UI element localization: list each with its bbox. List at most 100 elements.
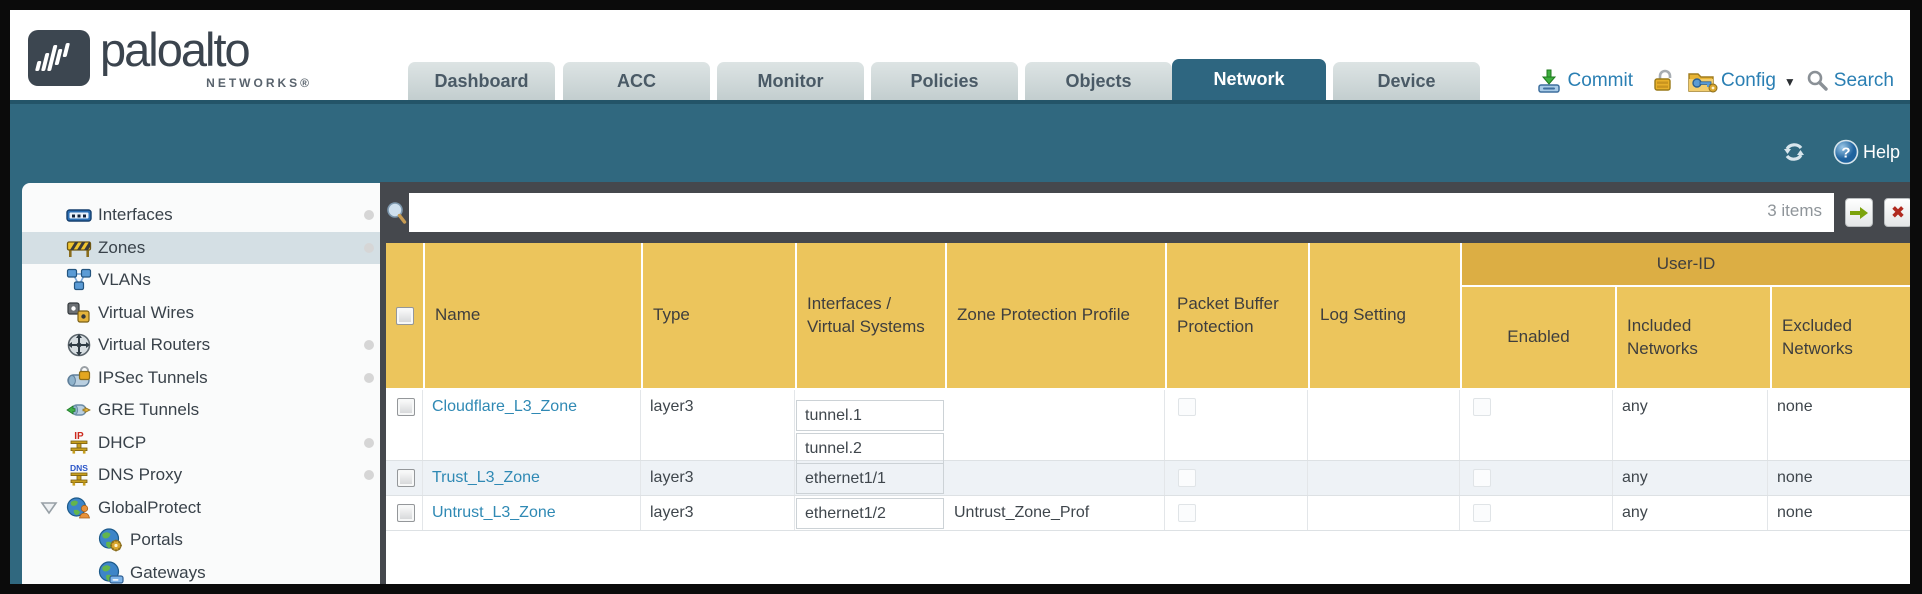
svg-text:IP: IP [74,431,84,442]
sidebar-item-dns-proxy[interactable]: DNS DNS Proxy [22,459,380,491]
tab-objects[interactable]: Objects [1025,62,1172,100]
interface-box: tunnel.2 [796,433,944,464]
sidebar-item-portals[interactable]: Portals [22,524,380,556]
status-dot [364,438,374,448]
tab-device[interactable]: Device [1333,62,1480,100]
filter-search-icon [385,201,407,225]
column-header-included-networks[interactable]: Included Networks [1615,287,1770,388]
sidebar-item-gre-tunnels[interactable]: GRE Tunnels [22,394,380,426]
included-networks-cell: any [1613,496,1768,530]
config-button[interactable]: Config [1720,70,1776,91]
config-icon[interactable] [1687,68,1719,94]
search-icon[interactable] [1806,68,1828,94]
zone-type-cell: layer3 [641,390,795,460]
sidebar-item-ipsec-tunnels[interactable]: IPSec Tunnels [22,362,380,394]
commit-icon[interactable] [1536,68,1562,94]
zone-interfaces-cell: ethernet1/1 [795,461,945,495]
user-id-enabled-cell [1460,461,1613,495]
interface-box: ethernet1/2 [796,498,944,529]
user-id-enabled-cell [1460,390,1613,460]
user-id-enabled-checkbox [1473,504,1491,522]
gre-tunnels-icon [66,397,92,423]
sidebar-item-globalprotect[interactable]: GlobalProtect [22,492,380,524]
refresh-icon[interactable] [1781,140,1807,164]
row-checkbox[interactable] [397,504,415,522]
zone-name-link[interactable]: Untrust_L3_Zone [432,504,556,521]
sidebar-item-interfaces[interactable]: Interfaces [22,199,380,231]
included-networks: any [1622,504,1648,521]
zones-icon [66,235,92,261]
clear-filter-button[interactable]: ✖ [1884,198,1910,227]
filter-bar: 3 items ✖ [380,182,1910,243]
interface-box: ethernet1/1 [796,463,944,494]
zone-interfaces-cell: ethernet1/2 [795,496,945,530]
brand-wordmark: paloalto [100,23,251,76]
included-networks: any [1622,398,1648,415]
row-checkbox[interactable] [397,469,415,487]
row-checkbox[interactable] [397,398,415,416]
sidebar-item-virtual-wires[interactable]: Virtual Wires [22,297,380,329]
user-id-group-header: User-ID [1462,243,1910,287]
status-dot [364,243,374,253]
sidebar-item-label: Gateways [130,563,206,582]
commit-button[interactable]: Commit [1567,70,1633,91]
header-actions: Commit Co [1536,62,1902,100]
excluded-networks-cell: none [1768,496,1910,530]
dhcp-icon: IP [66,430,92,456]
log-setting-cell [1308,496,1460,530]
included-networks-cell: any [1613,390,1768,460]
config-caret-icon[interactable]: ▼ [1783,75,1796,89]
excluded-networks-cell: none [1768,390,1910,460]
zone-name-link[interactable]: Trust_L3_Zone [432,469,540,486]
dns-proxy-icon: DNS [66,462,92,488]
zone-protection-profile-cell [945,390,1165,460]
user-id-enabled-checkbox [1473,469,1491,487]
sidebar-item-zones[interactable]: Zones [22,232,380,264]
status-dot [364,470,374,480]
sidebar-item-label: DNS Proxy [98,465,183,484]
zone-name-link[interactable]: Cloudflare_L3_Zone [432,398,577,415]
interface-box: tunnel.1 [796,400,944,431]
ipsec-tunnels-icon [66,365,92,391]
help-button[interactable]: Help [1862,141,1900,162]
lock-icon[interactable] [1651,68,1677,94]
tab-monitor[interactable]: Monitor [717,62,864,100]
tab-network[interactable]: Network [1172,59,1326,100]
sidebar-item-label: GRE Tunnels [98,400,200,419]
column-header-log-setting[interactable]: Log Setting [1308,243,1460,388]
column-header-excluded-networks[interactable]: Excluded Networks [1770,287,1910,388]
column-header-type[interactable]: Type [641,243,795,388]
tab-acc[interactable]: ACC [563,62,710,100]
column-header-interfaces-virtual-systems[interactable]: Interfaces / Virtual Systems [795,243,945,388]
excluded-networks: none [1777,469,1813,486]
sidebar-item-gateways[interactable]: Gateways [22,557,380,584]
tab-dashboard[interactable]: Dashboard [408,62,555,100]
filter-input[interactable] [409,193,1834,232]
help-icon[interactable]: ? [1833,139,1859,165]
column-header-zone-protection-profile[interactable]: Zone Protection Profile [945,243,1165,388]
sidebar-item-virtual-routers[interactable]: Virtual Routers [22,329,380,361]
apply-filter-button[interactable] [1845,198,1873,227]
row-select-cell [386,461,423,495]
select-all-checkbox[interactable] [395,306,414,325]
search-button[interactable]: Search [1833,70,1894,91]
header-select-all-cell [386,243,423,388]
svg-text:?: ? [1841,145,1850,162]
tab-policies[interactable]: Policies [871,62,1018,100]
column-header-enabled[interactable]: Enabled [1507,327,1570,347]
column-header-name[interactable]: Name [423,243,641,388]
paloalto-logo-icon [28,30,90,86]
zone-type: layer3 [650,398,694,415]
column-header-packet-buffer-protection[interactable]: Packet Buffer Protection [1165,243,1308,388]
packet-buffer-checkbox [1178,398,1196,416]
zone-protection-profile-cell: Untrust_Zone_Prof [945,496,1165,530]
packet-buffer-checkbox [1178,469,1196,487]
sidebar-item-vlans[interactable]: VLANs [22,264,380,296]
expander-triangle-icon[interactable] [40,501,60,515]
